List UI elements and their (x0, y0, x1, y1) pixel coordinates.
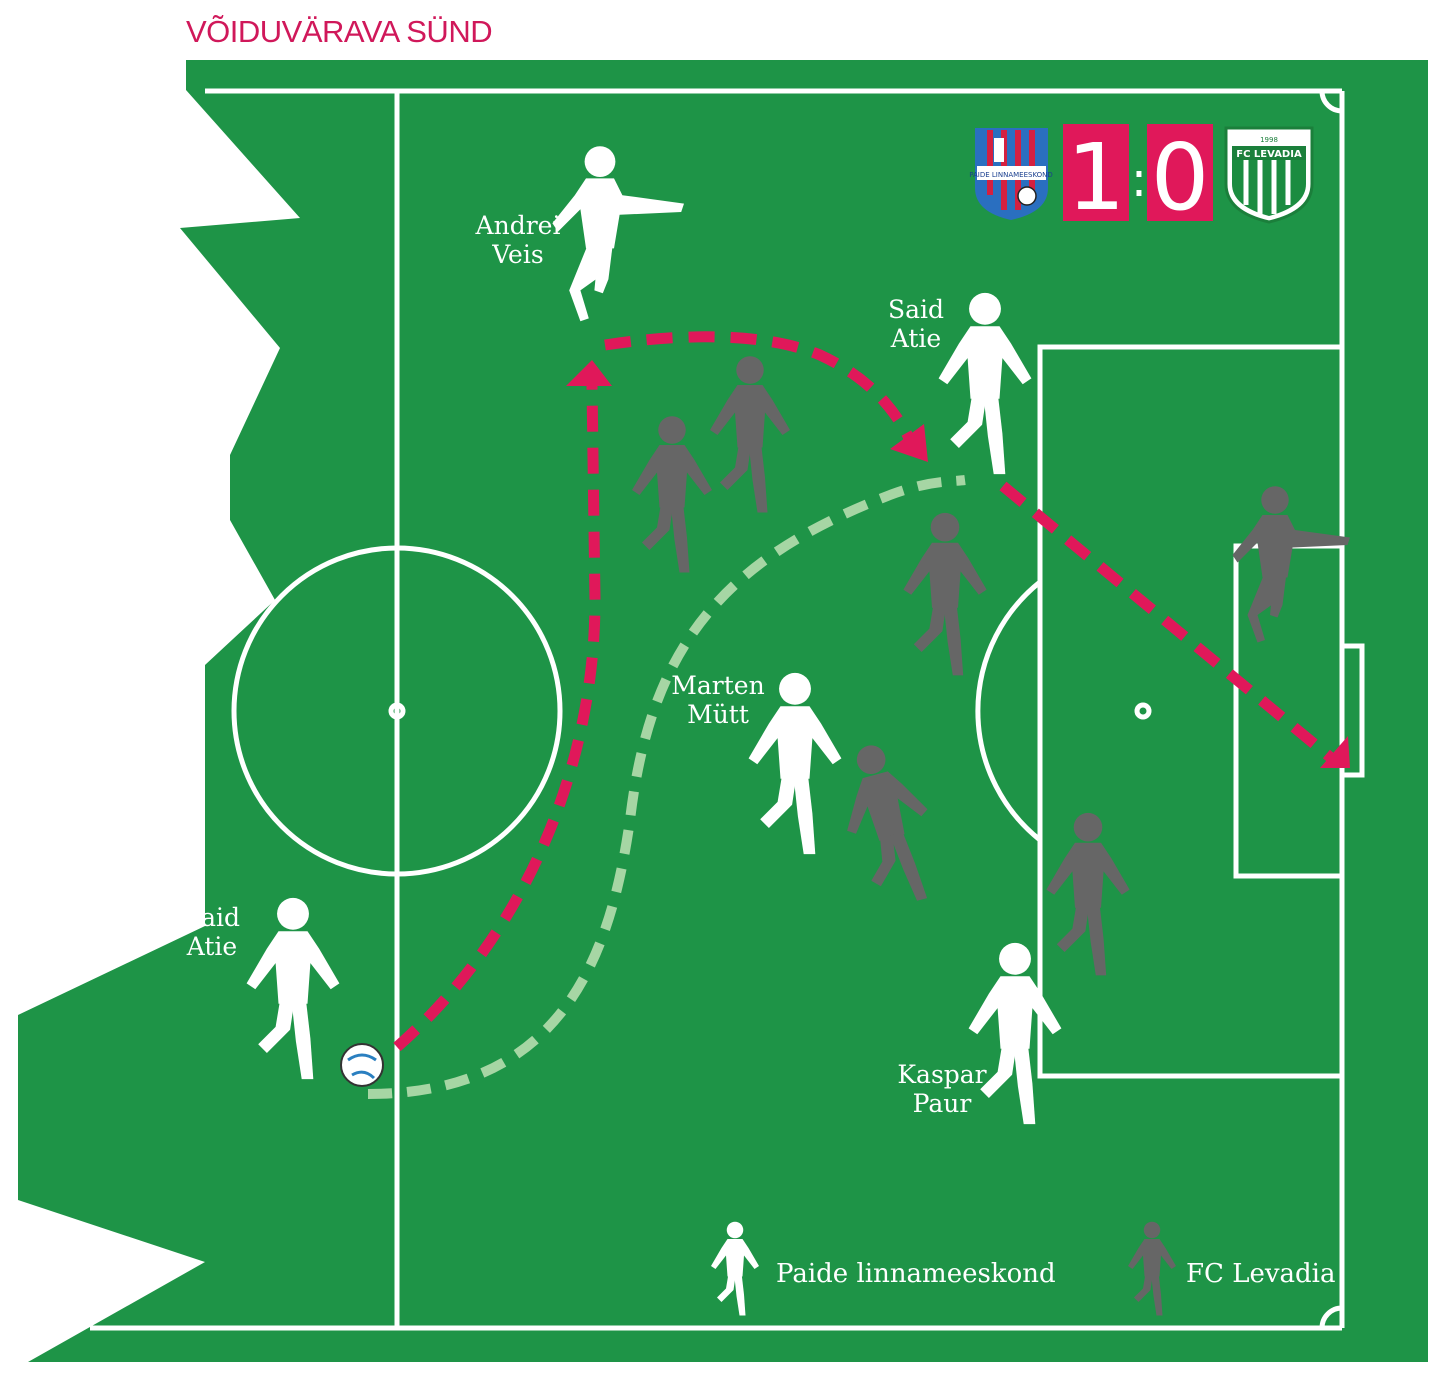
player-label-andrei-first: Andrei (475, 211, 561, 240)
player-label-kaspar-first: Kaspar (897, 1060, 986, 1089)
goal (1339, 643, 1365, 778)
score-box-home (1063, 124, 1129, 221)
paide-badge-text: PAIDE LINNAMEESKOND (969, 171, 1053, 179)
player-label-andrei-last: Veis (491, 240, 543, 269)
corner-arc-top (1319, 90, 1343, 114)
attack-path-segment-3 (999, 481, 1334, 762)
score-separator: : (1131, 152, 1147, 208)
ball-path-line (367, 475, 966, 1099)
player-label-said-atie-2-first: Said (888, 295, 944, 324)
penalty-spot (1134, 702, 1152, 720)
score-home: 1 (1067, 124, 1126, 231)
paide-badge: PAIDE LINNAMEESKOND (969, 128, 1053, 220)
legend-levadia-label: FC Levadia (1186, 1259, 1336, 1289)
attack-path-lines (393, 331, 1334, 1052)
levadia-badge-text: FC LEVADIA (1236, 149, 1302, 160)
player-label-said-atie-2-last: Atie (890, 324, 941, 353)
score-away: 0 (1151, 124, 1210, 231)
corner-arc-bottom (1319, 1305, 1343, 1329)
ball (340, 1043, 384, 1087)
center-circle (231, 545, 563, 877)
player-label-said-atie-1-first: Said (184, 903, 240, 932)
levadia-badge: FC LEVADIA 1998 (1224, 126, 1314, 224)
scoreboard: PAIDE LINNAMEESKOND 1 : 0 FC LEVADIA 199… (969, 124, 1314, 231)
center-spot (388, 702, 406, 720)
attack-path-segment-1 (393, 384, 601, 1052)
arrowhead-goal (1320, 736, 1350, 768)
attack-arrowheads (566, 360, 1350, 768)
pitch-background (18, 60, 1428, 1362)
arrowhead-up (566, 360, 612, 386)
page-title: VÕIDUVÄRAVA SÜND (186, 14, 493, 49)
player-label-marten-first: Marten (671, 671, 764, 700)
score-box-away (1147, 124, 1213, 221)
arrowhead-right (890, 424, 928, 462)
penalty-arc (975, 580, 1042, 842)
attack-path-segment-2 (604, 331, 915, 443)
player-label-marten-last: Mütt (687, 700, 749, 729)
player-label-kaspar-last: Paur (913, 1089, 972, 1118)
legend-paide-label: Paide linnameeskond (776, 1259, 1056, 1289)
player-label-said-atie-1-last: Atie (186, 932, 237, 961)
legend: Paide linnameeskond FC Levadia (711, 1221, 1336, 1316)
levadia-badge-year: 1998 (1260, 136, 1278, 144)
